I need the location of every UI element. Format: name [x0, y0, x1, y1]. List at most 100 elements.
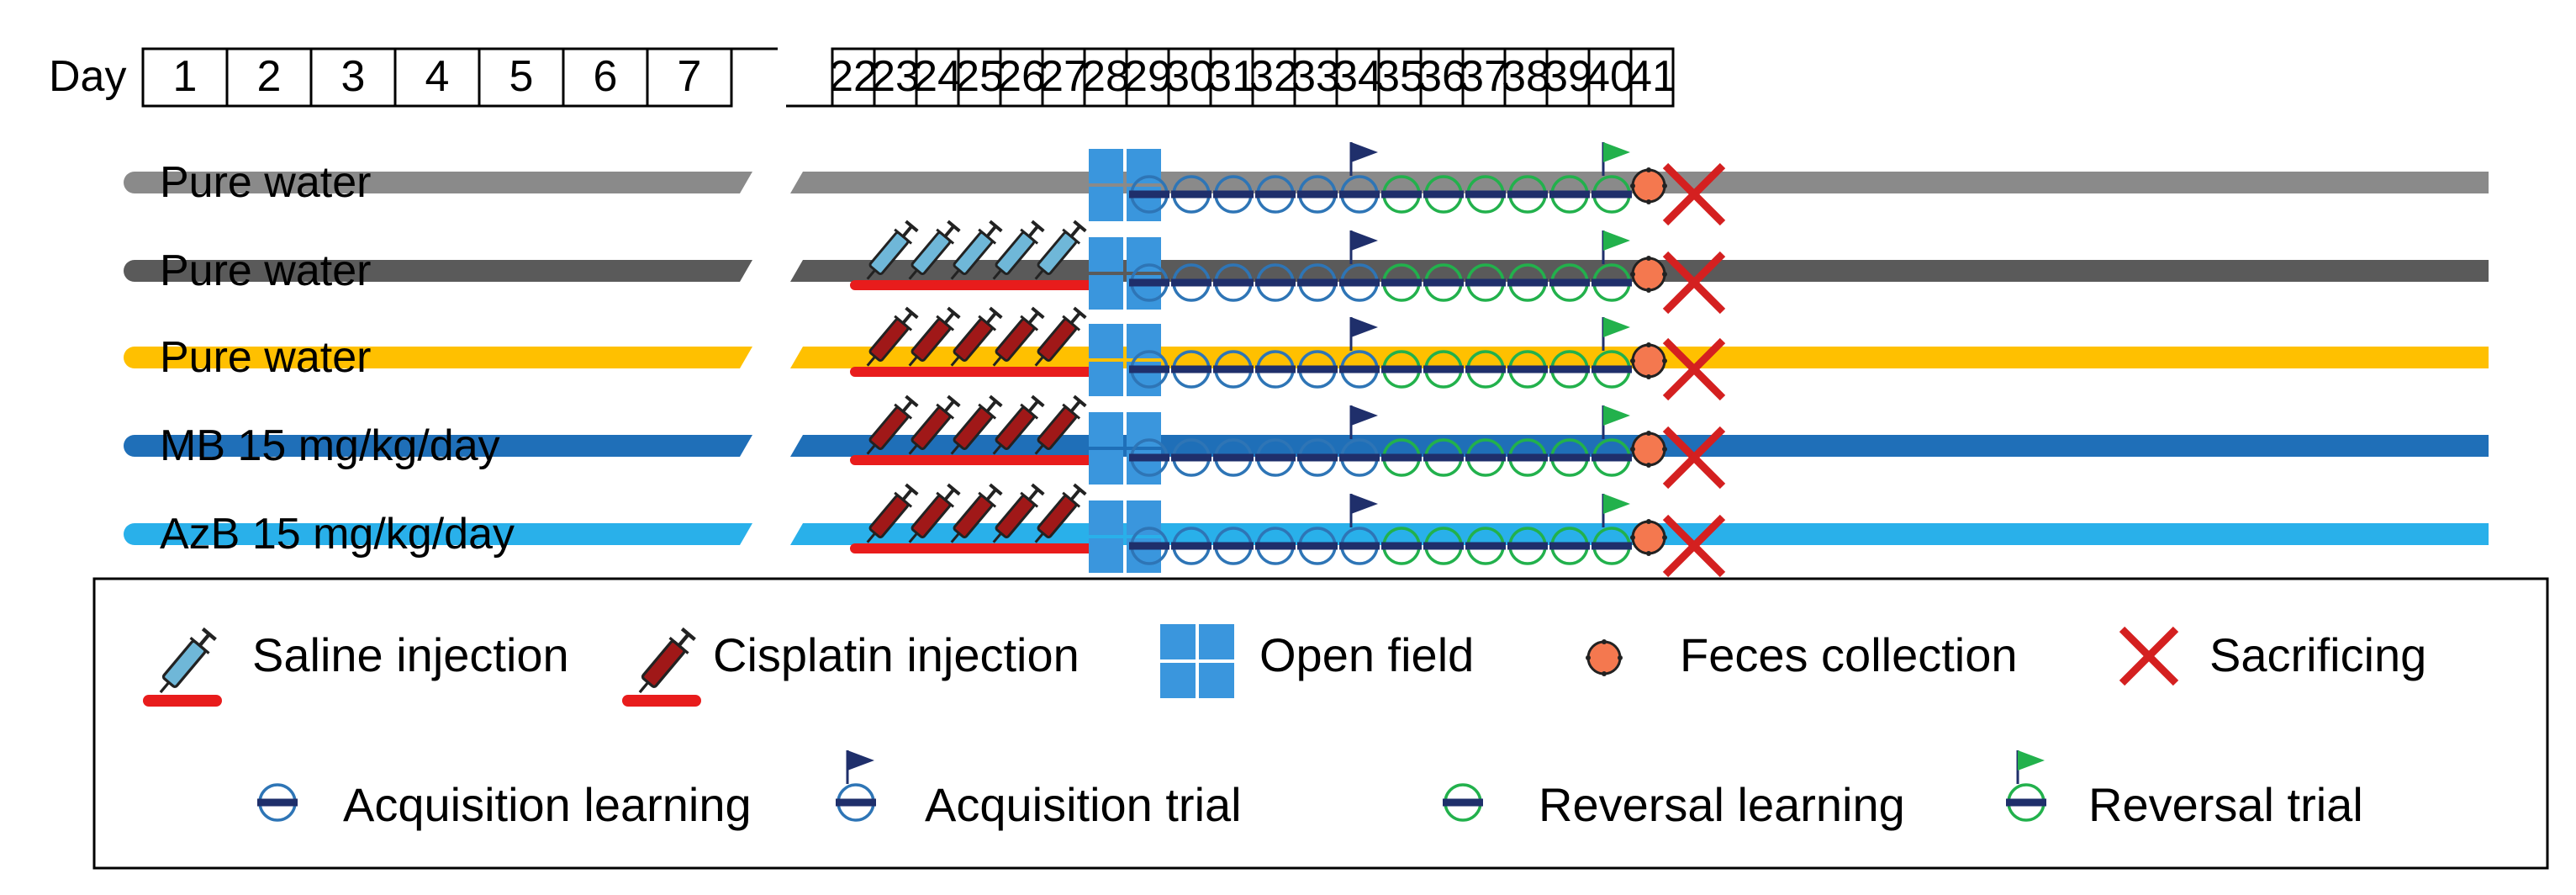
reversal-learning-icon	[1423, 175, 1464, 214]
feces-dot	[1602, 639, 1607, 644]
feces-circle	[1631, 432, 1666, 467]
syringe-flange	[189, 637, 210, 654]
syringe-thumb	[989, 395, 1003, 408]
reversal-learning-icon	[1423, 527, 1464, 565]
cross-stroke	[2119, 626, 2179, 686]
syringe-plunger	[985, 400, 997, 413]
feces-dot	[1646, 342, 1651, 347]
sacrifice-icon	[1662, 162, 1726, 226]
reversal-learning-icon	[1381, 438, 1422, 477]
reversal-learning-icon	[1507, 350, 1548, 389]
acquisition-learning-icon	[1297, 175, 1338, 214]
syringe-plunger	[1069, 311, 1081, 325]
day-cell	[831, 47, 876, 108]
acquisition-learning-icon	[1255, 175, 1296, 214]
sacrifice-icon	[2119, 626, 2179, 686]
reversal-learning-icon	[1465, 438, 1506, 477]
cisplatin-syringe-icon	[1034, 483, 1087, 543]
legend-sacrifice-label: Sacrificing	[2209, 628, 2426, 681]
reversal-learning-icon	[1549, 350, 1590, 389]
syringe-needle	[950, 532, 960, 543]
group-bar-left	[124, 523, 752, 545]
group-label: Pure water	[160, 246, 371, 295]
syringe-plunger	[943, 225, 955, 238]
group-label: AzB 15 mg/kg/day	[160, 510, 515, 559]
day-number: 30	[1165, 52, 1214, 101]
reversal-learning-icon	[1507, 263, 1548, 302]
reversal-learning-icon	[1381, 350, 1422, 389]
group-bar-left	[124, 172, 752, 193]
feces-dot	[1646, 519, 1651, 524]
feces-circle	[1631, 257, 1666, 292]
cisplatin-syringe-icon	[638, 627, 696, 694]
legend-feces-label: Feces collection	[1680, 628, 2018, 681]
cisplatin-syringe-icon	[866, 306, 919, 367]
day-cell	[562, 47, 649, 108]
acquisition-learning-icon	[1297, 438, 1338, 477]
syringe-plunger	[985, 311, 997, 325]
acquisition-learning-icon	[1213, 527, 1254, 565]
feces-dot	[1602, 671, 1607, 676]
feces-dot	[1630, 447, 1635, 452]
acquisition-trial-icon	[836, 783, 876, 822]
day-cell	[999, 47, 1044, 108]
syringe-thumb	[680, 627, 696, 642]
acquisition-learning-icon	[1171, 527, 1211, 565]
feces-circle	[1586, 640, 1622, 675]
legend-acq-trial-label: Acquisition trial	[925, 778, 1242, 831]
syringe-thumb	[201, 627, 217, 642]
syringe-thumb	[1031, 306, 1045, 320]
day-number: 22	[829, 52, 878, 101]
day-number: 25	[955, 52, 1004, 101]
feces-dot	[1630, 535, 1635, 540]
day-cell	[1587, 47, 1633, 108]
syringe-plunger	[901, 225, 913, 238]
reversal-learning-icon	[1592, 438, 1632, 477]
cross-stroke	[1662, 337, 1726, 401]
open-field-square	[1089, 237, 1123, 272]
group-row: Pure water	[124, 306, 2489, 401]
legend-rev-learning-label: Reversal learning	[1539, 778, 1905, 831]
sacrifice-icon	[1662, 426, 1726, 490]
syringe-needle	[950, 444, 960, 455]
syringe-needle	[908, 444, 918, 455]
syringe-needle	[992, 356, 1002, 367]
syringe-needle	[992, 269, 1002, 280]
feces-circle	[1631, 343, 1666, 379]
syringe-plunger	[943, 400, 955, 413]
saline-syringe-icon	[866, 220, 919, 280]
cisplatin-syringe-icon	[950, 395, 1003, 455]
feces-dot	[1630, 358, 1635, 363]
syringe-plunger	[1069, 488, 1081, 501]
syringe-thumb	[1073, 306, 1087, 320]
syringe-needle	[1034, 532, 1044, 543]
reversal-learning-icon	[1592, 350, 1632, 389]
feces-dot	[1662, 447, 1667, 452]
reversal-learning-icon	[1465, 263, 1506, 302]
acquisition-learning-icon	[1129, 350, 1169, 389]
cisplatin-syringe-icon	[908, 395, 961, 455]
day-number: 34	[1333, 52, 1382, 101]
acquisition-learning-icon	[1213, 438, 1254, 477]
syringe-thumb	[947, 220, 961, 233]
feces-collection-icon	[1630, 519, 1667, 556]
day-number: 5	[509, 52, 534, 101]
syringe-plunger	[1027, 311, 1039, 325]
acquisition-trial-flag-icon	[1349, 405, 1378, 439]
day-number: 2	[257, 52, 282, 101]
acquisition-learning-icon	[1171, 438, 1211, 477]
feces-dot	[1618, 655, 1623, 660]
feces-circle	[1631, 520, 1666, 555]
open-field-square	[1160, 663, 1196, 698]
open-field-square	[1199, 624, 1234, 659]
syringe-thumb	[905, 395, 919, 408]
syringe-plunger	[901, 488, 913, 501]
injection-bar	[1018, 543, 1095, 553]
syringe-needle	[908, 269, 918, 280]
day-number: 36	[1417, 52, 1466, 101]
syringe-plunger	[901, 311, 913, 325]
reversal-learning-icon	[1549, 175, 1590, 214]
syringe-thumb	[1073, 483, 1087, 496]
acquisition-learning-icon	[1339, 175, 1380, 214]
